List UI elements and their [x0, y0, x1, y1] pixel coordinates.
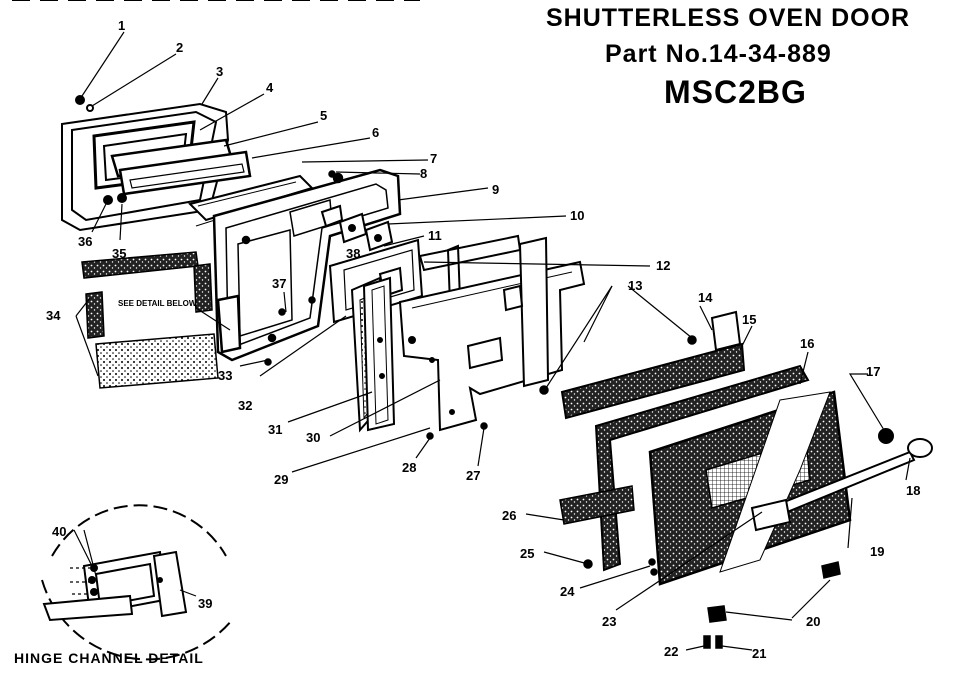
- callout-16: 16: [800, 336, 814, 351]
- callout-14: 14: [698, 290, 713, 305]
- callout-numbers: 1 2 3 4 5 6 7 8 9 10 11 12 13 14 15 16 1…: [46, 18, 920, 661]
- callout-29: 29: [274, 472, 288, 487]
- callout-22: 22: [664, 644, 678, 659]
- callout-32: 32: [238, 398, 252, 413]
- callout-31: 31: [268, 422, 282, 437]
- model-number: MSC2BG: [664, 74, 807, 110]
- callout-30: 30: [306, 430, 320, 445]
- small-fasteners: [264, 170, 841, 649]
- part-number: Part No.14-34-889: [605, 40, 832, 68]
- insulation-pieces: [81, 251, 219, 389]
- callout-25: 25: [520, 546, 534, 561]
- callout-15: 15: [742, 312, 756, 327]
- callout-24: 24: [560, 584, 575, 599]
- callout-39: 39: [198, 596, 212, 611]
- handle-assembly: [61, 95, 252, 232]
- callout-8: 8: [420, 166, 427, 181]
- mounting-plate: [398, 236, 586, 432]
- side-strip: [559, 485, 635, 525]
- callout-27: 27: [466, 468, 480, 483]
- callout-21: 21: [752, 646, 766, 661]
- callout-38: 38: [346, 246, 360, 261]
- callout-19: 19: [870, 544, 884, 559]
- side-channel: [362, 276, 396, 432]
- callout-36: 36: [78, 234, 92, 249]
- callout-7: 7: [430, 151, 437, 166]
- see-detail-note: SEE DETAIL BELOW: [118, 299, 197, 308]
- diagram-title: SHUTTERLESS OVEN DOOR: [546, 4, 911, 32]
- callout-1: 1: [118, 18, 125, 33]
- callout-9: 9: [492, 182, 499, 197]
- callout-26: 26: [502, 508, 516, 523]
- callout-33: 33: [218, 368, 232, 383]
- callout-40: 40: [52, 524, 66, 539]
- inner-door-panel: [648, 390, 852, 586]
- callout-10: 10: [570, 208, 584, 223]
- callout-18: 18: [906, 483, 920, 498]
- callout-4: 4: [266, 80, 274, 95]
- callout-12: 12: [656, 258, 670, 273]
- callout-34: 34: [46, 308, 61, 323]
- hinge-channel-detail-title: HINGE CHANNEL DETAIL: [14, 650, 204, 666]
- hinge-detail-circle: [41, 504, 233, 661]
- callout-6: 6: [372, 125, 379, 140]
- callout-17: 17: [866, 364, 880, 379]
- callout-23: 23: [602, 614, 616, 629]
- hinge-brackets: [320, 204, 394, 252]
- callout-35: 35: [112, 246, 126, 261]
- callout-37: 37: [272, 276, 286, 291]
- leader-lines: [73, 31, 911, 651]
- callout-2: 2: [176, 40, 183, 55]
- callout-20: 20: [806, 614, 820, 629]
- hinge-rod: [750, 428, 933, 532]
- callout-11: 11: [428, 228, 442, 243]
- callout-3: 3: [216, 64, 223, 79]
- callout-28: 28: [402, 460, 416, 475]
- insulation-frame: [560, 310, 810, 572]
- callout-5: 5: [320, 108, 327, 123]
- callout-13: 13: [628, 278, 642, 293]
